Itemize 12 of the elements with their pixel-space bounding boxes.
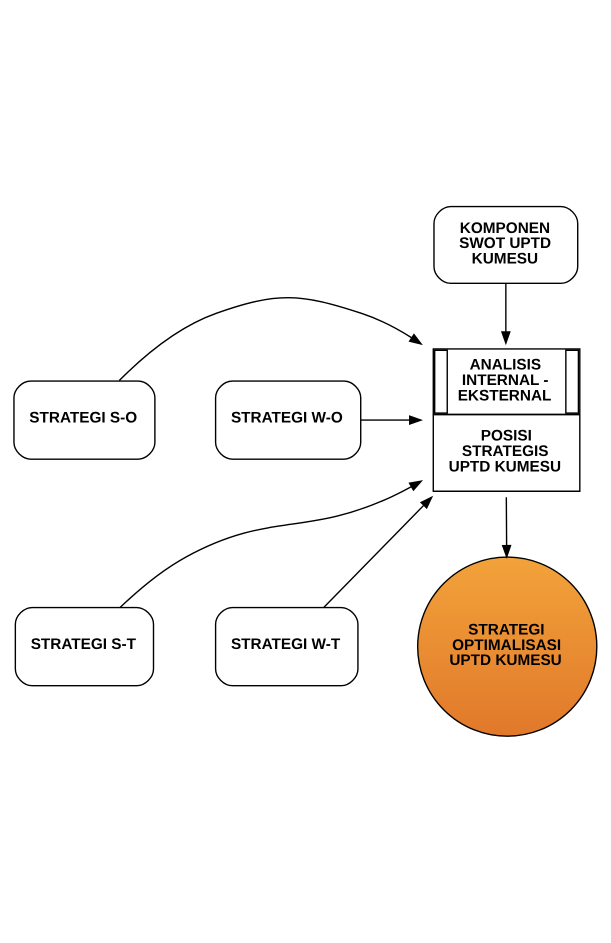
arrow: [360, 415, 423, 425]
arrow: [118, 297, 423, 381]
arrow: [502, 497, 512, 559]
node-box: STRATEGI S-O: [13, 380, 156, 460]
node-box: STRATEGI W-O: [214, 380, 362, 460]
arrow: [500, 284, 511, 346]
arrow: [120, 480, 424, 608]
arrow: [323, 496, 434, 608]
node-box: KOMPONEN SWOT UPTD KUMESU: [433, 206, 578, 284]
node-box: STRATEGI S-T: [14, 606, 154, 686]
node-circle: STRATEGI OPTIMALISASI UPTD KUMESU: [416, 556, 598, 737]
node-box: STRATEGI W-T: [214, 606, 359, 686]
